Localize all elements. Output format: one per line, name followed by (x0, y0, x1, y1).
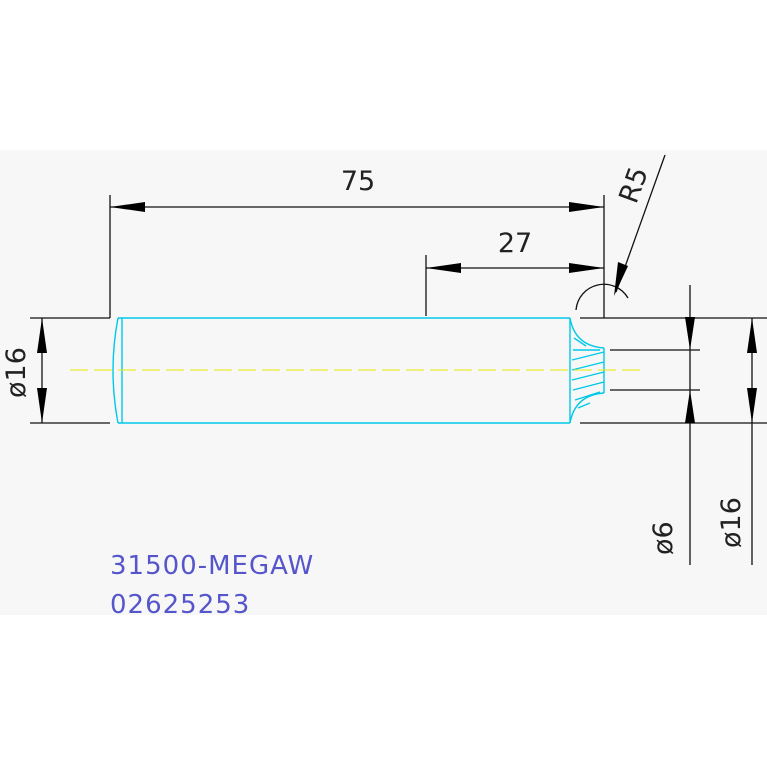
left-diameter-label: ø16 (1, 347, 32, 398)
part-label: 31500-MEGAW 02625253 (110, 551, 314, 620)
bore-diameter-label: ø6 (648, 521, 679, 555)
part-number-label: 31500-MEGAW (110, 551, 314, 581)
right-diameter-label: ø16 (716, 497, 747, 548)
dimension-overall-length: 75 (110, 166, 604, 212)
serial-number-label: 02625253 (110, 590, 250, 620)
extension-lines (30, 195, 767, 565)
dimension-bore-diameter: ø6 (648, 317, 695, 555)
partial-length-label: 27 (498, 228, 532, 259)
dimension-partial-length: 27 (426, 228, 604, 273)
dimension-left-diameter: ø16 (1, 318, 47, 423)
dimension-right-diameter: ø16 (716, 318, 757, 548)
overall-length-label: 75 (341, 166, 375, 197)
dimension-radius: R5 (613, 154, 666, 296)
part-outline (112, 317, 605, 424)
